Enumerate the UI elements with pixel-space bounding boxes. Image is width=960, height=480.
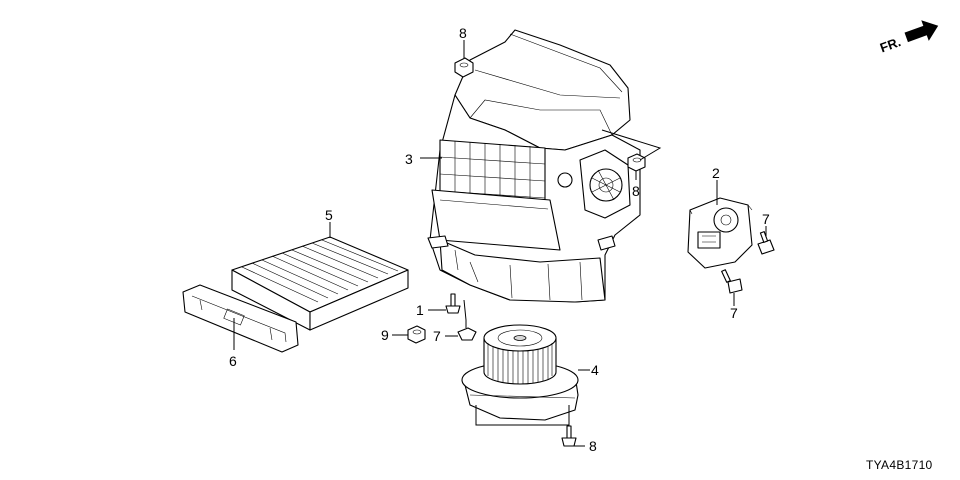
callout-9: 7 <box>433 328 441 344</box>
front-direction-marker: FR. <box>878 20 939 55</box>
screw-7-upper <box>757 231 775 255</box>
blower-case-assembly <box>427 29 641 303</box>
screw-1 <box>445 293 461 314</box>
callouts: 8 3 8 5 2 7 7 1 9 7 4 6 8 <box>229 25 770 454</box>
diagram-code: TYA4B1710 <box>866 458 933 472</box>
callout-7-lower: 7 <box>730 305 738 321</box>
actuator-module <box>687 197 753 269</box>
direction-marker-label: FR. <box>878 34 903 55</box>
callout-7-upper: 7 <box>762 211 770 227</box>
callout-1: 1 <box>416 302 424 318</box>
front-arrow-icon <box>904 20 939 43</box>
clip-9 <box>457 327 477 341</box>
screw-7-lower <box>721 269 743 294</box>
blower-motor <box>461 324 579 421</box>
nut-left <box>407 325 426 344</box>
nut-top <box>454 57 474 78</box>
fasteners <box>407 57 775 447</box>
callout-5: 5 <box>325 207 333 223</box>
callout-7-bottom: 8 <box>589 438 597 454</box>
leader-lines <box>233 40 767 447</box>
callout-2: 2 <box>712 165 720 181</box>
callout-4: 4 <box>591 362 599 378</box>
nut-right <box>627 153 646 172</box>
callout-3: 3 <box>405 151 413 167</box>
callout-8-right: 8 <box>632 183 640 199</box>
filter-cover <box>182 284 299 353</box>
callout-8-top: 8 <box>459 25 467 41</box>
air-filter <box>231 236 409 331</box>
callout-8-left: 9 <box>381 327 389 343</box>
screw-7-bottom <box>561 425 577 447</box>
callout-6: 6 <box>229 353 237 369</box>
